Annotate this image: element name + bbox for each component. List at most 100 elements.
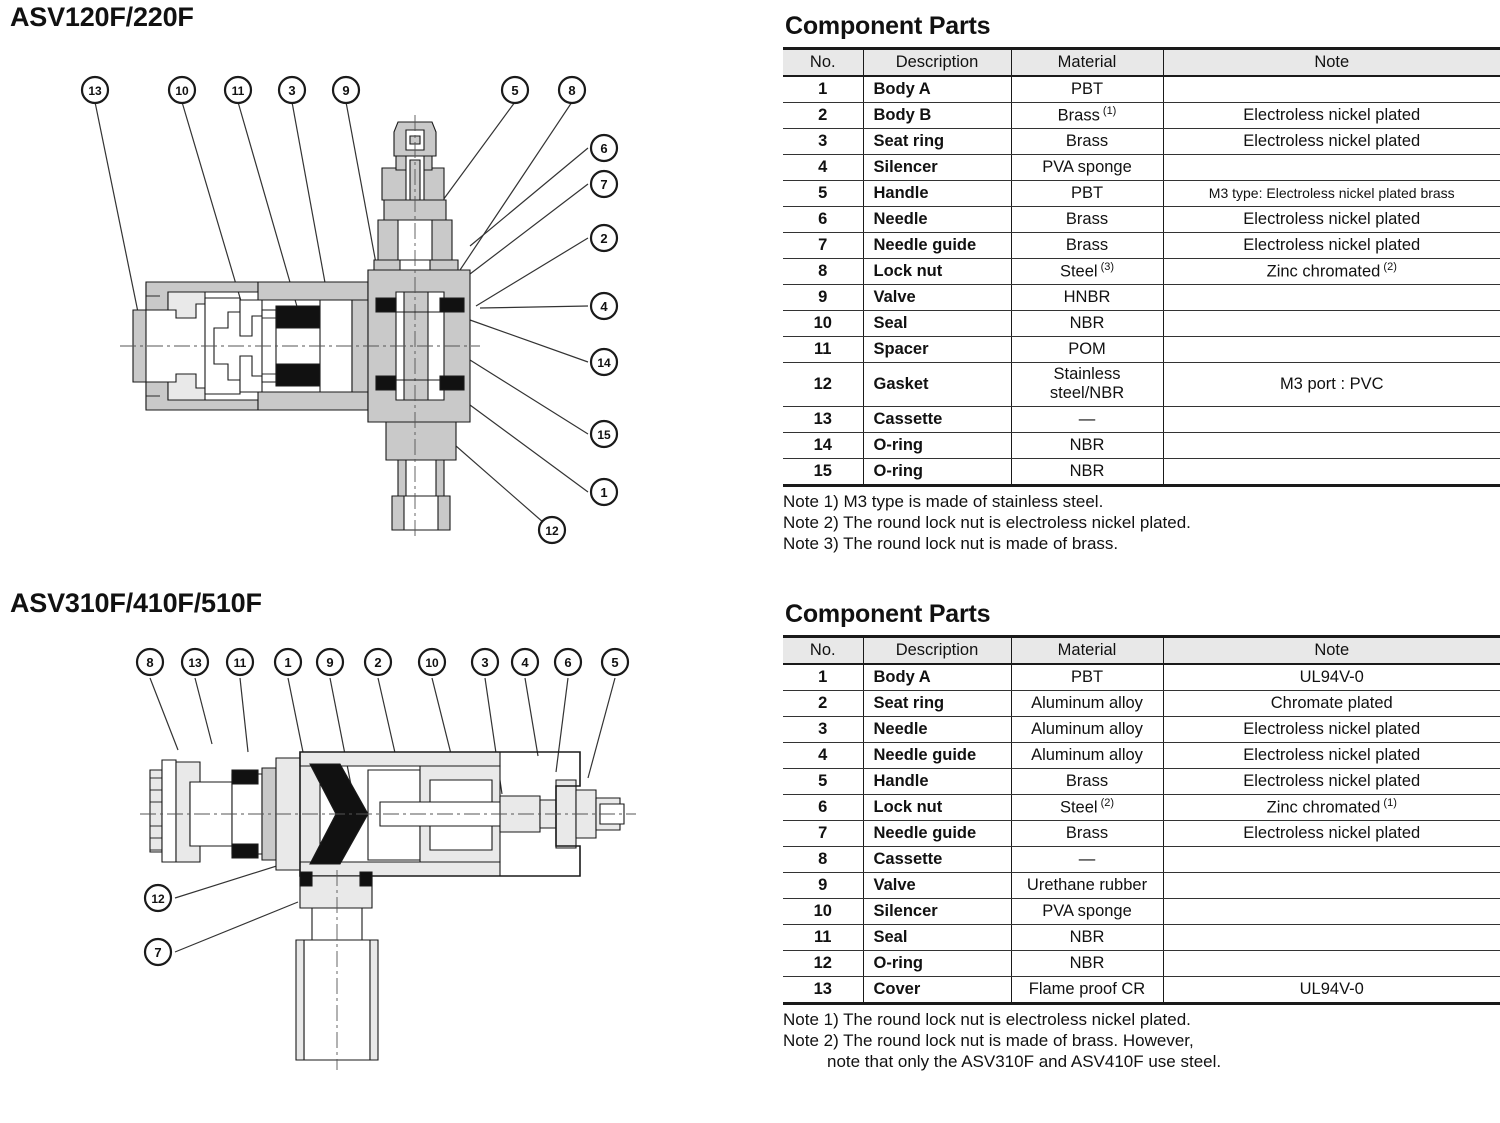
- column-header-mat: Material: [1010, 47, 1164, 77]
- diagram-asv120f-svg: 13 10 11 3 9 5 8 6 7 2 4 14 15 1 12: [80, 75, 619, 545]
- cell-description: Valve: [862, 872, 1012, 899]
- cell-note: UL94V-0: [1162, 976, 1500, 1005]
- cell-note: Electroless nickel plated: [1162, 128, 1500, 155]
- cell-material: Urethane rubber: [1010, 872, 1164, 899]
- cell-no: 5: [783, 768, 864, 795]
- callout-label: 6: [600, 141, 607, 156]
- component-parts-block-1: Component Parts No. Description Material…: [783, 12, 1500, 554]
- cell-note: [1162, 336, 1500, 363]
- footnote-marker: (1): [1099, 105, 1117, 118]
- callout-label: 15: [597, 428, 611, 442]
- column-header-note: Note: [1162, 47, 1500, 77]
- callout-label: 9: [326, 655, 333, 670]
- cell-note: UL94V-0: [1162, 663, 1500, 691]
- cell-description: Needle: [862, 206, 1012, 233]
- cell-material: PBT: [1010, 663, 1164, 691]
- cell-description: Needle guide: [862, 820, 1012, 847]
- callout-bubble: 11: [223, 75, 253, 105]
- cell-no: 11: [783, 336, 864, 363]
- cell-no: 12: [783, 950, 864, 977]
- cell-description: Silencer: [862, 154, 1012, 181]
- cell-no: 2: [783, 102, 864, 129]
- diagrams-column: ASV120F/220F: [10, 2, 636, 1070]
- cell-no: 10: [783, 310, 864, 337]
- callout-label: 10: [175, 84, 189, 98]
- cell-description: Lock nut: [862, 258, 1012, 285]
- cell-description: Seal: [862, 310, 1012, 337]
- callout-label: 1: [600, 485, 607, 500]
- callout-label: 12: [151, 892, 165, 906]
- cell-material: Aluminum alloy: [1010, 716, 1164, 743]
- table-notes-2: Note 1) The round lock nut is electroles…: [783, 1009, 1500, 1072]
- callout-bubble: 7: [589, 169, 619, 199]
- callout-bubble: 2: [589, 223, 619, 253]
- cell-note: [1162, 872, 1500, 899]
- cell-no: 7: [783, 232, 864, 259]
- cell-note: Electroless nickel plated: [1162, 206, 1500, 233]
- cell-note: Chromate plated: [1162, 690, 1500, 717]
- callout-bubble: 9: [331, 75, 361, 105]
- cell-material: NBR: [1010, 950, 1164, 977]
- parts-tables-column: Component Parts No. Description Material…: [783, 0, 1500, 1123]
- cell-note: [1162, 846, 1500, 873]
- cell-no: 3: [783, 128, 864, 155]
- callouts-group-1: 13 10 11 3 9 5 8 6 7 2 4 14 15 1 12: [80, 75, 619, 545]
- cell-description: Valve: [862, 284, 1012, 311]
- callout-label: 7: [154, 945, 161, 960]
- seal-black-elements: [275, 305, 321, 387]
- callout-bubble: 13: [180, 647, 210, 677]
- callout-label: 7: [600, 177, 607, 192]
- cell-material: PBT: [1010, 180, 1164, 207]
- cell-description: Silencer: [862, 898, 1012, 925]
- cell-material: Aluminum alloy: [1010, 690, 1164, 717]
- cell-no: 8: [783, 846, 864, 873]
- callout-bubble: 4: [589, 291, 619, 321]
- cell-description: Body A: [862, 663, 1012, 691]
- callout-bubble: 7: [143, 937, 173, 967]
- callout-label: 13: [188, 656, 202, 670]
- cell-note: [1162, 457, 1500, 487]
- callout-label: 6: [564, 655, 571, 670]
- cell-note: [1162, 898, 1500, 925]
- cell-material: NBR: [1010, 310, 1164, 337]
- footnote-marker: (2): [1097, 797, 1115, 810]
- cell-note: Electroless nickel plated: [1162, 232, 1500, 259]
- cell-material: NBR: [1010, 924, 1164, 951]
- cell-material: PVA sponge: [1010, 898, 1164, 925]
- cell-no: 15: [783, 457, 864, 487]
- cell-no: 10: [783, 898, 864, 925]
- cell-note: [1162, 310, 1500, 337]
- cell-no: 14: [783, 431, 864, 459]
- cell-note: [1162, 154, 1500, 181]
- table-note-line: Note 2) The round lock nut is electroles…: [783, 513, 1191, 533]
- cell-description: Handle: [862, 768, 1012, 795]
- center-lines: [120, 115, 480, 538]
- callout-label: 10: [425, 656, 439, 670]
- cell-no: 2: [783, 690, 864, 717]
- cell-material: POM: [1010, 336, 1164, 363]
- diagram-asv310f-svg: 8 13 11 1 9 2 10 3 4 6 5 12 7: [135, 647, 636, 1070]
- cell-no: 9: [783, 284, 864, 311]
- cell-description: Handle: [862, 180, 1012, 207]
- cell-no: 7: [783, 820, 864, 847]
- callout-bubble: 11: [225, 647, 255, 677]
- valve-body-2: [149, 751, 625, 1061]
- cell-note: [1162, 405, 1500, 433]
- cell-description: Body B: [862, 102, 1012, 129]
- cell-description: Gasket: [862, 362, 1012, 407]
- cell-description: Body A: [862, 75, 1012, 103]
- callout-bubble: 3: [277, 75, 307, 105]
- callout-bubble: 6: [589, 133, 619, 163]
